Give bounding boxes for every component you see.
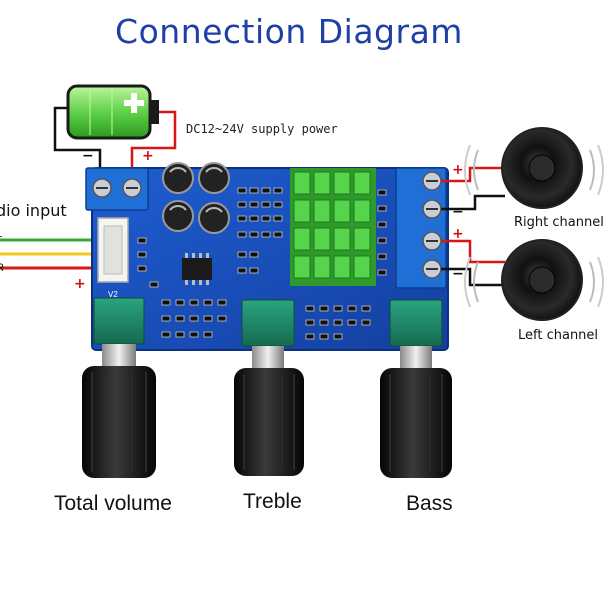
power-minus-sign: − <box>82 148 94 164</box>
treble-knob <box>234 299 304 476</box>
right-speaker-icon <box>464 127 604 209</box>
left-speaker-icon <box>464 239 604 321</box>
left-minus-sign: − <box>452 266 464 282</box>
left-plus-wire <box>441 239 505 264</box>
volume-knob <box>82 297 156 478</box>
power-supply-label: DC12~24V supply power <box>186 122 338 136</box>
bass-label: Bass <box>406 492 453 515</box>
audio-plus-sign: + <box>74 276 86 292</box>
audio-input-label: dio input <box>0 201 67 220</box>
left-plus-sign: + <box>452 226 464 242</box>
audio-input-wires <box>0 238 100 270</box>
treble-label: Treble <box>243 490 302 513</box>
bass-knob <box>380 299 452 478</box>
page-title: Connection Diagram <box>115 12 463 51</box>
audio-left-letter: L <box>0 228 2 240</box>
power-plus-sign: + <box>142 148 154 164</box>
volume-label: Total volume <box>54 492 172 515</box>
power-minus-wire <box>53 106 102 178</box>
right-minus-sign: − <box>452 204 464 220</box>
battery-icon <box>66 84 159 140</box>
amplifier-board <box>85 162 449 351</box>
left-channel-label: Left channel <box>518 328 599 343</box>
left-minus-wire <box>441 267 505 287</box>
board-mark: V2 <box>108 290 118 299</box>
audio-right-letter: R <box>0 262 4 274</box>
power-plus-wire <box>130 110 177 178</box>
right-channel-label: Right channel <box>514 215 604 230</box>
heatsink <box>290 168 376 286</box>
right-minus-wire <box>441 194 505 211</box>
right-plus-wire <box>441 166 505 183</box>
right-plus-sign: + <box>452 162 464 178</box>
